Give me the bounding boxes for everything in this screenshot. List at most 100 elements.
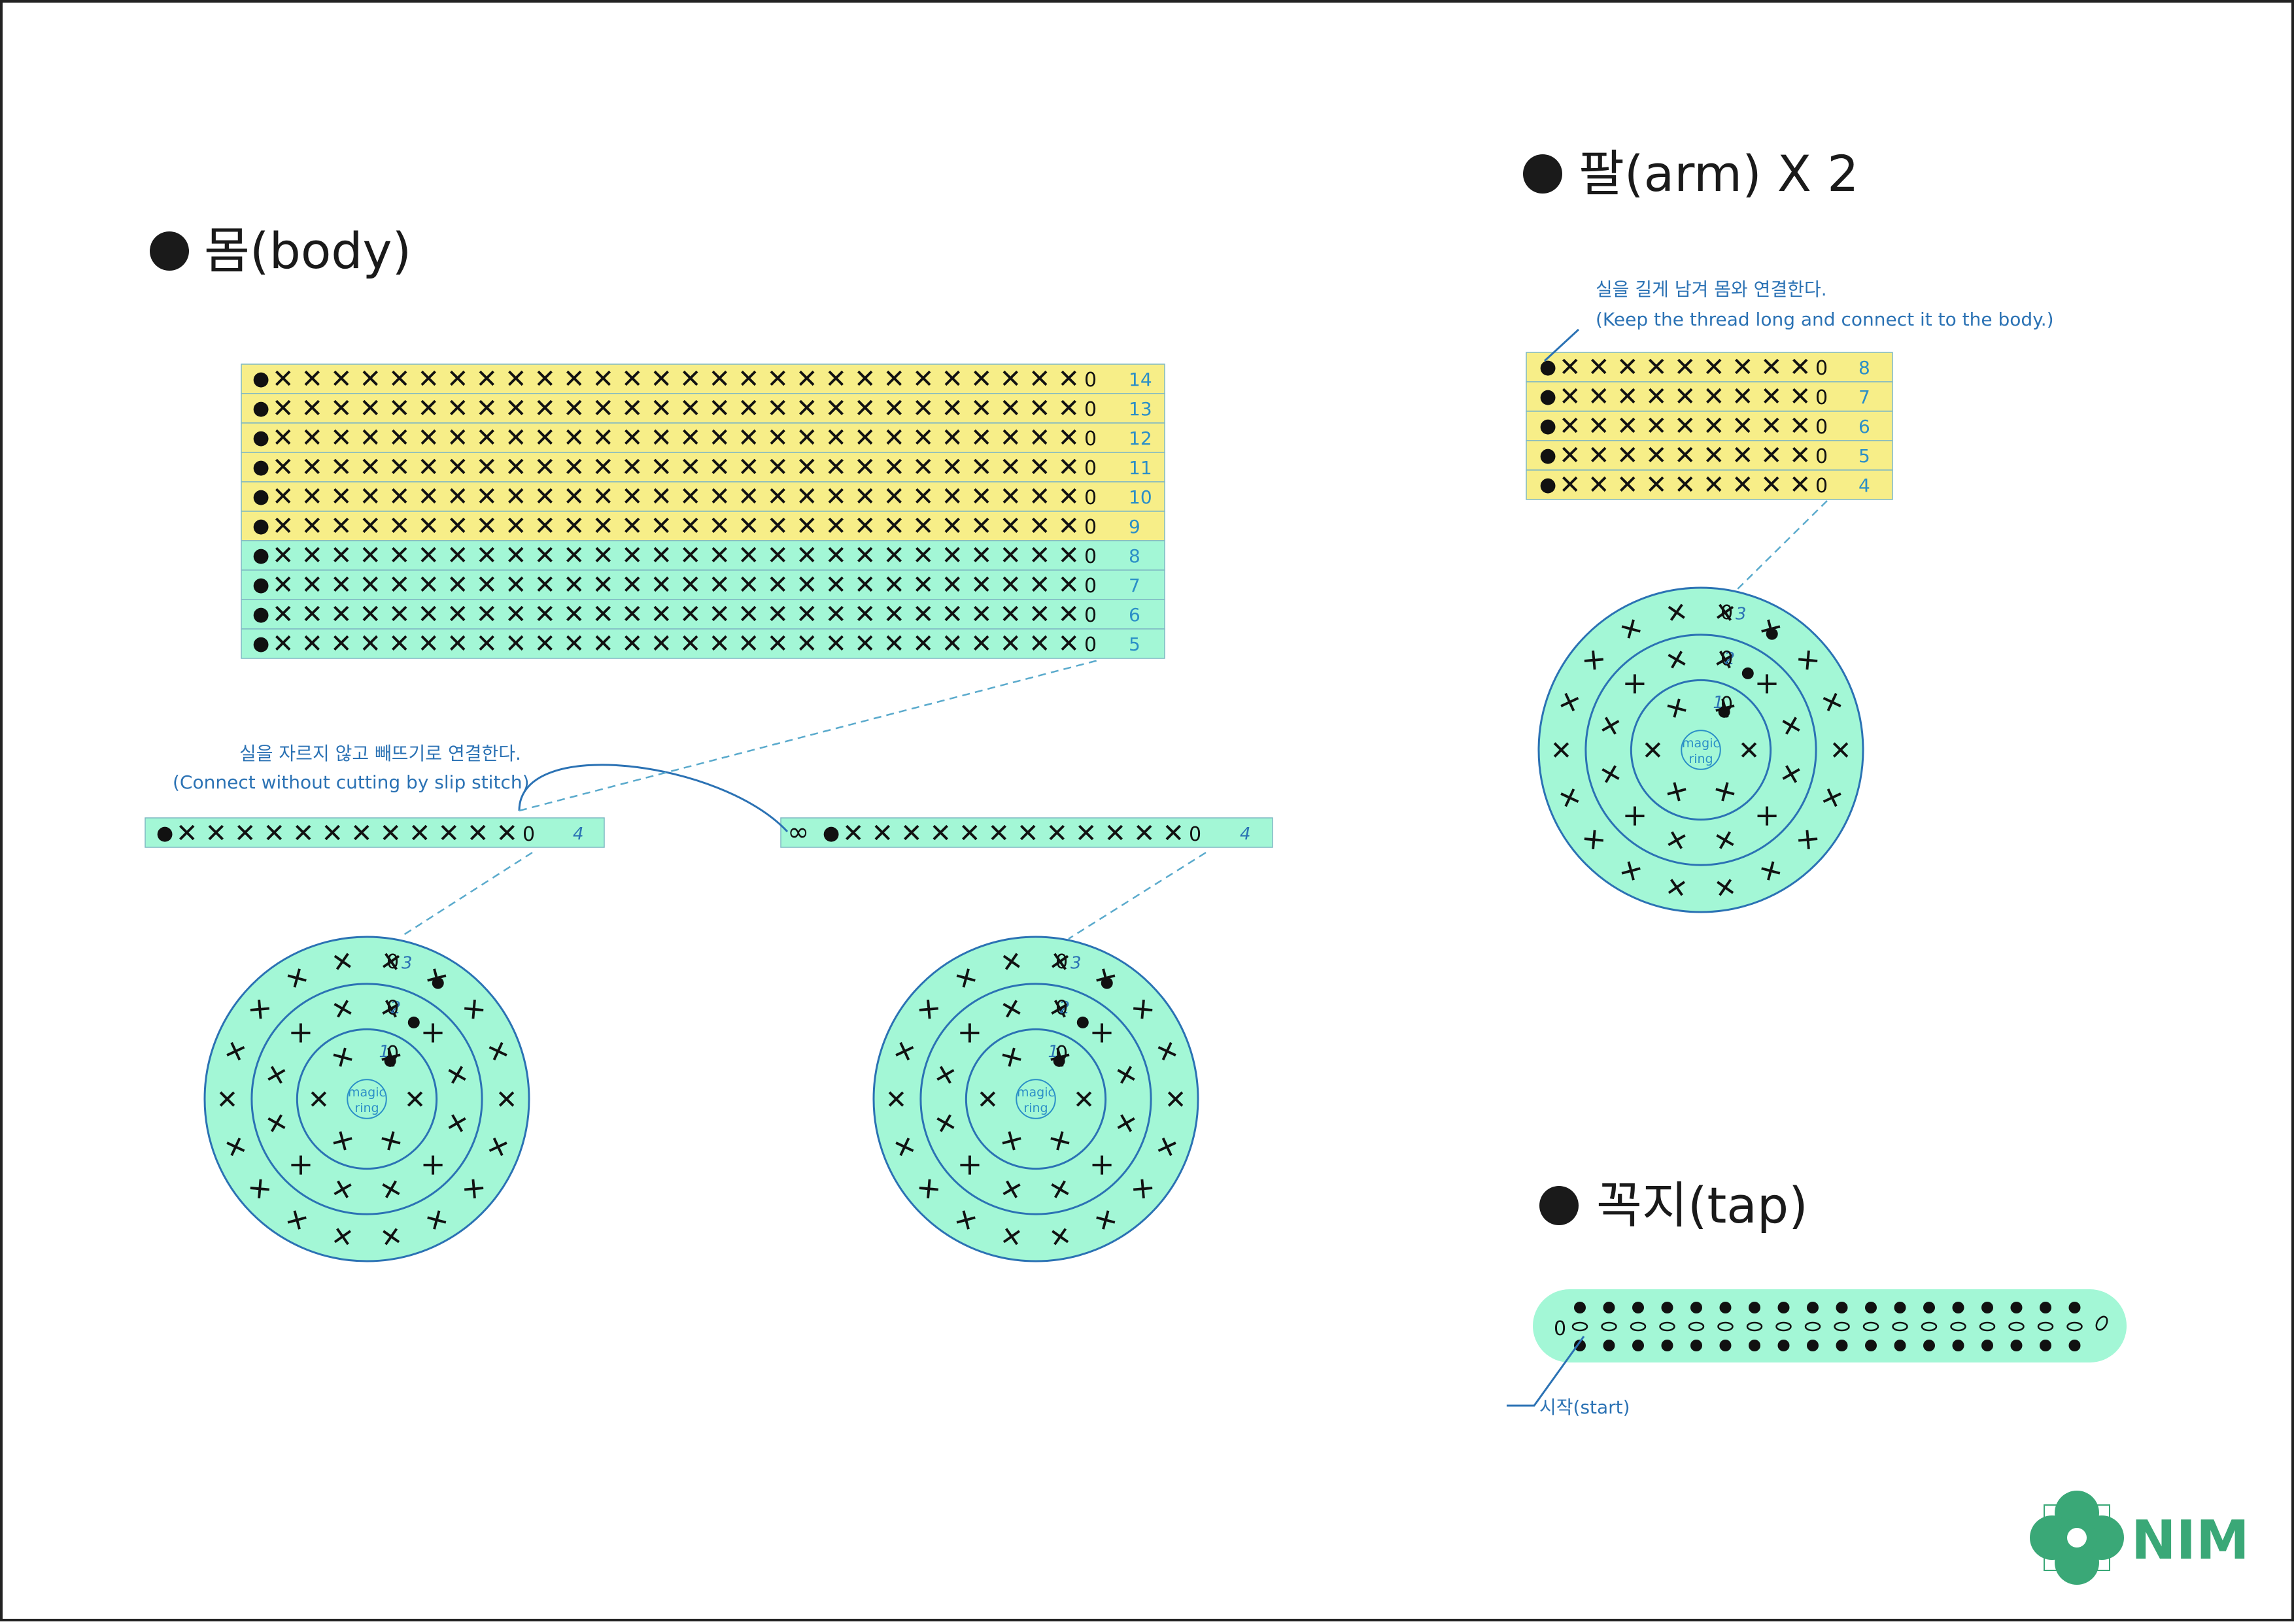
arm-row-sc-stitch: ✕	[1588, 382, 1610, 412]
magic-ring-label: ring	[1688, 752, 1713, 766]
pattern-diagram: 몸(body) 팔(arm) X 2 꼭지(tap) ●✕✕✕✕✕✕✕✕✕✕✕✕…	[145, 144, 2250, 1585]
body-row-sc-stitch: ✕	[447, 423, 469, 453]
round-sc-stitch: ✕	[1046, 1219, 1073, 1252]
leader-body-right	[1068, 851, 1207, 940]
body-row-sc-stitch: ✕	[709, 423, 731, 453]
round-chain: 0	[386, 951, 399, 973]
arm-row-number: 4	[1858, 475, 1870, 496]
tap-dot-bottom	[1952, 1340, 1964, 1351]
round-charts: magicring✕✕✕✕✕✕10✕✕✕✕✕✕✕✕✕✕✕✕20✕✕✕✕✕✕✕✕✕…	[203, 586, 1864, 1262]
body-row4-left-sc-stitch: ✕	[322, 819, 344, 849]
arm-row-start-dot: ●	[1539, 385, 1556, 408]
body-row-sc-stitch: ✕	[679, 600, 702, 630]
body-row-sc-stitch: ✕	[301, 364, 324, 394]
body-row-sc-stitch: ✕	[942, 600, 964, 630]
body-row-sc-stitch: ✕	[301, 511, 324, 541]
body-row-sc-stitch: ✕	[767, 394, 789, 424]
tap-dot-top	[1923, 1302, 1935, 1313]
round-sc-stitch: ✕	[490, 1088, 521, 1110]
body-row-sc-stitch: ✕	[738, 541, 760, 571]
magic-ring-label: magic	[348, 1085, 386, 1100]
arm-row-start-dot: ●	[1539, 473, 1556, 496]
body-row-chain: 0	[1084, 369, 1097, 392]
body-row-sc-stitch: ✕	[709, 541, 731, 571]
body-row4-right-band	[780, 817, 1273, 848]
arm-row-sc-stitch: ✕	[1760, 382, 1783, 412]
round-sc-stitch: ✕	[213, 1088, 243, 1110]
body-row-sc-stitch: ✕	[767, 629, 789, 659]
body-row-sc-stitch: ✕	[738, 629, 760, 659]
leader-arm	[1735, 500, 1828, 592]
body-row-sc-stitch: ✕	[767, 541, 789, 571]
body-row-sc-stitch: ✕	[912, 482, 934, 512]
body-row-number: 5	[1129, 634, 1140, 655]
round-start-dot	[1741, 667, 1754, 679]
body-row-sc-stitch: ✕	[418, 570, 440, 600]
body-row-band	[241, 422, 1165, 453]
arm-row-chain: 0	[1815, 416, 1828, 439]
body-row-band	[241, 452, 1165, 482]
arm-row-sc-stitch: ✕	[1760, 470, 1783, 500]
arm-row-band	[1526, 411, 1893, 441]
body-row-sc-stitch: ✕	[301, 600, 324, 630]
body-row-sc-stitch: ✕	[272, 600, 294, 630]
body-row-sc-stitch: ✕	[592, 364, 615, 394]
body-row-sc-stitch: ✕	[330, 629, 352, 659]
round-sc-stitch: ✕	[377, 946, 404, 979]
round-start-dot	[1076, 1016, 1089, 1028]
arm-row-sc-stitch: ✕	[1617, 382, 1639, 412]
body-row-sc-stitch: ✕	[651, 629, 673, 659]
body-row-sc-stitch: ✕	[825, 394, 847, 424]
section-title-arm: 팔(arm) X 2	[1579, 144, 1858, 203]
round-number: 2	[390, 998, 401, 1018]
body-row4-left-band	[145, 817, 605, 848]
arm-row-sc-stitch: ✕	[1559, 352, 1581, 382]
body-row-sc-stitch: ✕	[534, 600, 556, 630]
round-number: 1	[1048, 1042, 1059, 1062]
body-row4-left-sc-stitch: ✕	[496, 819, 519, 849]
magic-ring	[1016, 1079, 1056, 1119]
body-row-sc-stitch: ✕	[767, 511, 789, 541]
tap-dot-top	[2010, 1302, 2023, 1313]
body-row-sc-stitch: ✕	[360, 394, 382, 424]
body-row-sc-stitch: ✕	[418, 452, 440, 482]
body-row-number: 8	[1129, 545, 1140, 567]
arm-note-korean: 실을 길게 남겨 몸와 연결한다.	[1596, 279, 1827, 300]
tap-dot-top	[1632, 1302, 1644, 1313]
body-row-sc-stitch: ✕	[476, 482, 498, 512]
section-title-body: 몸(body)	[204, 222, 411, 280]
body-row-sc-stitch: ✕	[651, 452, 673, 482]
body-row-sc-stitch: ✕	[505, 452, 527, 482]
body-row4-right-sc-stitch: ✕	[988, 819, 1010, 849]
body-row-sc-stitch: ✕	[679, 511, 702, 541]
body-row-sc-stitch: ✕	[796, 452, 818, 482]
round-sc-stitch: ✕	[999, 946, 1025, 979]
round-start-dot	[1053, 1055, 1065, 1067]
body-row-sc-stitch: ✕	[912, 541, 934, 571]
body-row-number: 9	[1129, 516, 1140, 537]
body-row-sc-stitch: ✕	[447, 600, 469, 630]
body-row-sc-stitch: ✕	[388, 511, 411, 541]
body-row-sc-stitch: ✕	[301, 482, 324, 512]
body-row-sc-stitch: ✕	[534, 394, 556, 424]
body-row-sc-stitch: ✕	[970, 364, 993, 394]
body-row-sc-stitch: ✕	[970, 511, 993, 541]
body-row-sc-stitch: ✕	[651, 570, 673, 600]
bullet-dot-icon	[1539, 1186, 1579, 1225]
body-row-sc-stitch: ✕	[709, 600, 731, 630]
tap-dot-bottom	[1749, 1340, 1760, 1351]
tap-chart: 0	[1533, 1289, 2127, 1362]
body-row-sc-stitch: ✕	[679, 570, 702, 600]
round-chart-body-left: magicring✕✕✕✕✕✕10✕✕✕✕✕✕✕✕✕✕✕✕20✕✕✕✕✕✕✕✕✕…	[203, 936, 530, 1262]
body-row-sc-stitch: ✕	[679, 394, 702, 424]
body-row-sc-stitch: ✕	[767, 452, 789, 482]
arm-row-sc-stitch: ✕	[1789, 470, 1811, 500]
tap-dot-bottom	[1603, 1340, 1615, 1351]
tap-dot-top	[1749, 1302, 1760, 1313]
body-row-sc-stitch: ✕	[476, 600, 498, 630]
body-row-sc-stitch: ✕	[592, 423, 615, 453]
body-row-sc-stitch: ✕	[272, 511, 294, 541]
body-row-sc-stitch: ✕	[883, 570, 906, 600]
arm-row-sc-stitch: ✕	[1645, 411, 1668, 441]
